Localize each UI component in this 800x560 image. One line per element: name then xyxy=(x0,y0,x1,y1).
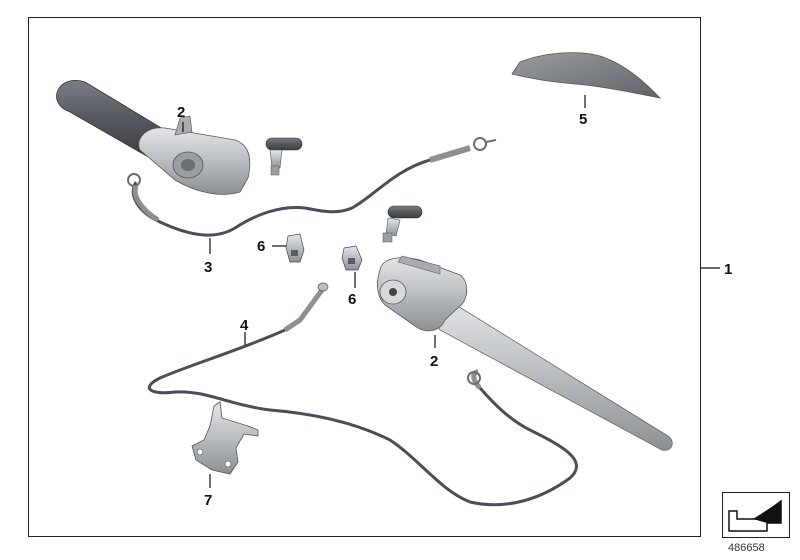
callout-1: 1 xyxy=(724,261,732,278)
part-2-left-handlebar[interactable] xyxy=(56,80,251,195)
arrow-icon xyxy=(728,499,782,532)
part-3-brake-line[interactable] xyxy=(127,137,497,237)
callout-6-right: 6 xyxy=(348,291,356,308)
callout-2-right: 2 xyxy=(430,353,438,370)
callout-2-left: 2 xyxy=(177,104,185,121)
bolt-knob-upper[interactable] xyxy=(265,137,303,176)
callout-4: 4 xyxy=(240,317,249,334)
part-4-brake-line[interactable] xyxy=(147,282,578,507)
leader-lines xyxy=(182,95,720,488)
callout-5: 5 xyxy=(579,111,587,128)
diagram-frame xyxy=(28,17,701,537)
part-5-cover[interactable] xyxy=(511,52,662,99)
callout-7: 7 xyxy=(204,492,212,509)
navigation-arrow-icon[interactable] xyxy=(722,492,790,538)
callout-6-left: 6 xyxy=(257,238,265,255)
callout-labels: 2 5 3 6 6 4 2 7 1 xyxy=(177,104,732,509)
part-6-bracket-left[interactable] xyxy=(285,233,305,263)
part-7-mounting-plate[interactable] xyxy=(191,401,259,475)
part-6-bracket-right[interactable] xyxy=(341,245,363,271)
bolt-knob-lower[interactable] xyxy=(382,205,423,243)
callout-3: 3 xyxy=(204,259,212,276)
diagram-id: 486658 xyxy=(728,542,765,554)
part-2-right-handlebar[interactable] xyxy=(377,255,673,451)
